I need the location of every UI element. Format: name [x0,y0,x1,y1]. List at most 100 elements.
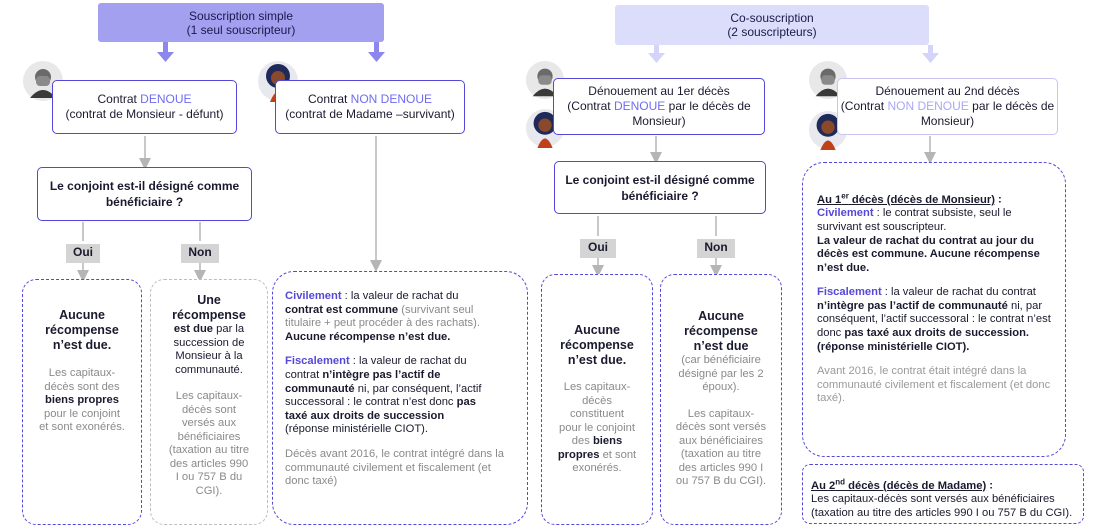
text: successoral : le contrat n’est donc [285,396,457,409]
text-line: Aucune récompense n’est due. [285,330,451,343]
title-text: décès (décès de Madame) [845,479,987,492]
header-title: Souscription simple [188,9,294,23]
text-line: CGI). [195,484,223,497]
text-line: aux bénéficiaires [679,434,763,447]
arrow-down-icon [922,45,939,63]
text-line: Les capitaux- [563,381,631,393]
question-line2: bénéficiaire ? [105,195,184,209]
second-death-box: Dénouement au 2nd décès (Contrat NON DEN… [837,78,1058,135]
text-line: décès sont [181,403,237,416]
text-line: Dénouement au 1er décès [588,84,730,98]
text-line: des articles 990 [169,457,249,470]
label-fiscalement: Fiscalement [285,355,350,368]
answer-non-tag: Non [697,239,735,258]
header-subtitle: (2 souscripteurs) [727,25,817,39]
text-line: récompense [45,323,119,337]
box-left-survivant: Civilement : la valeur de rachat du cont… [272,271,528,525]
question-box-left: Le conjoint est-il désigné comme bénéfic… [37,167,252,221]
non-denoue-highlight: NON DENOUE [887,99,969,113]
text: par le décès de [665,99,751,113]
box-left-oui: Aucune récompense n’est due. Les capitau… [22,279,142,525]
header-simple: Souscription simple (1 seul souscripteur… [98,3,384,42]
box-right-non: Aucune récompense n’est due (car bénéfic… [660,274,782,525]
box-right-oui: Aucune récompense n’est due. Les capitau… [541,274,653,525]
text-line: communauté civilement et fiscalement (et [285,461,491,474]
contract-subtitle: (contrat de Madame –survivant) [285,107,455,121]
text-line: (réponse ministérielle CIOT). [285,423,428,436]
text-bold: pas taxé aux droits de succession. [844,327,1030,340]
text-line: La valeur de rachat du contrat au jour d… [817,234,1034,247]
text-line: (car bénéficiaire [681,354,761,366]
text: : le contrat subsiste, seul le [873,207,1012,220]
text-line: I ou 757 B du [175,471,243,483]
text-line: Avant 2016, le contrat était intégré dan… [817,365,1027,378]
text: : la valeur de rachat du [341,290,459,302]
text-line: (taxation au titre des articles 990 I ou… [811,506,1073,519]
text: contrat [285,368,323,381]
contract-prefix: Contrat [97,92,141,106]
text-line: conséquent, l’actif successoral : le con… [817,313,1051,326]
text-line: décès sont versés [675,421,767,433]
text-line: (taxation au titre [680,448,762,460]
text-line: pour le conjoint [44,407,120,420]
contract-denoue-box: Contrat DENOUE (contrat de Monsieur - dé… [52,80,237,134]
text-bold: n’intègre pas l’actif de communauté [817,299,1008,312]
text-line: Les capitaux-décès sont versés aux bénéf… [811,493,1055,506]
text-line: taxé aux droits de succession [285,409,445,422]
text-line: survivant est souscripteur. [817,220,947,233]
text-line: récompense [684,324,758,338]
text-line: Monsieur à la [175,350,243,362]
text-line: époux). [702,381,740,393]
text-line: ou 757 B du CGI). [675,475,767,487]
text-line: biens propres [45,394,119,406]
question-line2: bénéficiaire ? [621,188,699,203]
arrow-down-icon [648,45,665,63]
text: donc [817,327,845,340]
title-sup: er [841,191,849,200]
text-line: n’est due [693,339,749,353]
text-line: Une [197,293,221,307]
answer-non-tag: Non [181,244,219,263]
text-bold: contrat est commune [285,303,399,316]
text-line: (réponse ministérielle CIOT). [817,340,970,353]
text-line: succession de [173,336,245,349]
text: (Contrat [840,99,888,113]
text-line: communauté civilement et fiscalement (et… [817,378,1051,391]
label-civilement: Civilement [285,290,342,302]
text-line: exonérés. [572,462,622,474]
non-denoue-highlight: NON DENOUE [350,92,433,106]
box-first-death: Au 1er décès (décès de Monsieur) : Civil… [802,162,1066,457]
text-line: n’est due. [567,353,627,367]
denoue-highlight: DENOUE [613,99,666,113]
text-bold: n’intègre pas l’actif de [322,368,441,381]
text: : la valeur de rachat du [349,355,467,368]
text-line: Monsieur) [632,114,686,128]
answer-oui-tag: Oui [580,239,616,258]
text-line: Les capitaux- [175,390,243,402]
text-normal: par la [213,323,245,335]
question-line1: Le conjoint est-il désigné comme [49,179,240,193]
question-box-right: Le conjoint est-il désigné comme bénéfic… [554,161,766,214]
header-co-souscription: Co-souscription (2 souscripteurs) [615,5,929,45]
text-line: des articles 990 I [678,461,764,474]
text-bold: biens [592,435,623,447]
arrow-down-icon [368,42,385,62]
text-line: taxé). [817,392,845,405]
text-line: communauté. [175,363,243,376]
text-line: et sont exonérés. [39,421,125,433]
text-line: (taxation au titre [168,444,250,456]
contract-non-denoue-box: Contrat NON DENOUE (contrat de Madame –s… [275,80,465,134]
text-grey: (survivant seul [398,303,474,316]
first-death-box: Dénouement au 1er décès (Contrat DENOUE … [553,78,765,135]
text-line: Décès avant 2016, le contrat intégré dan… [285,447,504,460]
box-second-death: Au 2nd décès (décès de Madame) : Les cap… [802,464,1084,524]
text-line: décès [582,394,612,407]
text-line: versés aux [181,417,237,429]
text-line: constituent [569,408,625,420]
text: par le décès de [968,99,1055,113]
text-line: décès sont des [44,380,120,393]
arrow-down-icon [157,42,174,62]
text-line: Les capitaux- [48,367,116,379]
text-grey: et sont [599,448,637,461]
title-colon: : [994,193,1002,206]
